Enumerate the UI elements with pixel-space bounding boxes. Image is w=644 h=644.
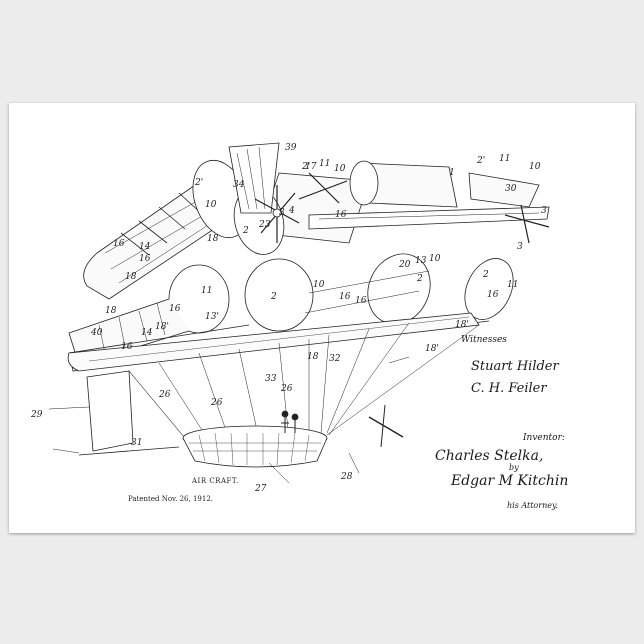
ref-numeral: 16 (335, 210, 347, 220)
patent-date: Patented Nov. 26, 1912. (128, 495, 213, 503)
ref-numeral: 39 (285, 143, 297, 153)
ref-numeral: 14 (141, 328, 153, 338)
ref-numeral: 11 (201, 286, 212, 296)
patent-sheet: 39 2' 11 10 1 2' 11 10 3 30 34 2' 3 4 10… (9, 103, 635, 533)
ref-numeral: 13' (205, 312, 219, 322)
ref-numeral: 3 (279, 208, 285, 218)
ref-numeral: 16 (487, 290, 499, 300)
ref-numeral: 30 (505, 184, 517, 194)
ref-numeral: 18 (125, 272, 137, 282)
ref-numeral: 10 (429, 254, 441, 264)
by-label: by (509, 463, 519, 472)
ref-numeral: 14 (139, 242, 151, 252)
attorney-signature: Edgar M Kitchin (451, 473, 568, 489)
ref-numeral: 13 (415, 256, 427, 266)
ref-numeral: 28 (340, 472, 353, 482)
ref-numeral: 18' (155, 322, 169, 332)
ref-numeral: 11 (507, 280, 518, 290)
ref-numeral: 18' (425, 344, 439, 354)
ref-numeral: 32 (329, 354, 341, 364)
ref-numeral: 2' (476, 156, 485, 166)
ref-numeral: 33 (265, 374, 277, 384)
ref-numeral: 10 (334, 164, 346, 174)
aircraft-drawing: 39 2' 11 10 1 2' 11 10 3 30 34 2' 3 4 10… (9, 103, 635, 533)
ref-numeral: 20 (398, 260, 411, 270)
ref-numeral: 16 (113, 239, 125, 249)
inventor-label: Inventor: (523, 433, 565, 443)
figure-title: AIR CRAFT. (192, 477, 239, 485)
ref-numeral: 23 (258, 220, 271, 230)
ref-numeral: 10 (205, 200, 217, 210)
inventor-signature: Charles Stelka, (435, 448, 543, 464)
ref-numeral: 18' (455, 320, 469, 330)
ref-numeral: 3 (541, 206, 547, 216)
witnesses-label: Witnesses (461, 335, 507, 345)
ref-numeral: 4 (288, 206, 295, 216)
ref-numeral: 2 (482, 270, 489, 280)
ref-numeral: 2 (242, 226, 249, 236)
ref-numeral: 3 (517, 242, 523, 252)
ref-numeral: 16 (139, 254, 151, 264)
ref-numeral: 17 (305, 162, 317, 172)
ref-numeral: 18 (207, 234, 219, 244)
ref-numeral: 16 (121, 342, 133, 352)
ref-numeral: 16 (355, 296, 367, 306)
ref-numeral: 16 (169, 304, 181, 314)
ref-numeral: 31 (131, 438, 142, 448)
ref-numeral: 40 (90, 328, 103, 338)
ref-numeral: 10 (313, 280, 325, 290)
ref-numeral: 16 (339, 292, 351, 302)
ref-numeral: 34 (233, 180, 245, 190)
ref-numeral: 1 (449, 168, 455, 178)
ref-numeral: 18 (105, 306, 117, 316)
ref-numeral: 2 (416, 274, 423, 284)
ref-numeral: 18 (307, 352, 319, 362)
ref-numeral: 26 (280, 384, 293, 394)
attorney-label: his Attorney. (507, 501, 558, 510)
ref-numeral: 29 (30, 410, 43, 420)
witness-signature: Stuart Hilder (471, 359, 559, 374)
ref-numeral: 2 (270, 292, 277, 302)
ref-numeral: 26 (210, 398, 223, 408)
ref-numeral: 26 (158, 390, 171, 400)
ref-numeral: 11 (319, 159, 330, 169)
ref-numeral: 10 (529, 162, 541, 172)
ref-numeral: 27 (254, 484, 267, 494)
witness-signature: C. H. Feiler (471, 381, 547, 396)
ref-numeral: 2' (194, 178, 203, 188)
ref-numeral: 11 (499, 154, 510, 164)
